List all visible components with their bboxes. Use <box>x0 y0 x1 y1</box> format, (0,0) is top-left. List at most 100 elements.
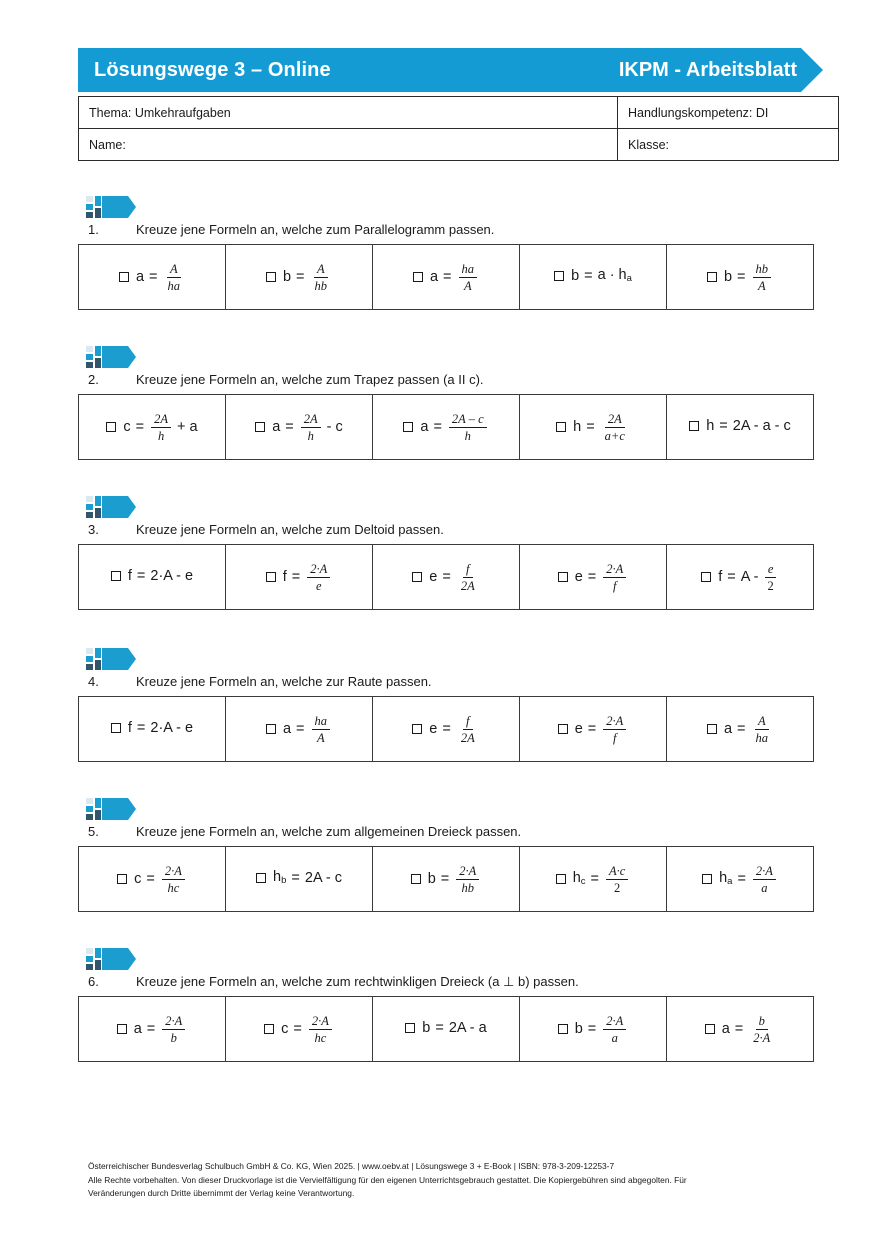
checkbox-icon[interactable] <box>110 723 121 733</box>
checkbox-icon[interactable] <box>410 874 421 884</box>
formula-option[interactable]: f=2·A - e <box>110 569 193 584</box>
formula-option[interactable]: f=2·A - e <box>110 721 193 736</box>
formula-option[interactable]: b=2A - a <box>405 1021 487 1036</box>
question-text: Kreuze jene Formeln an, welche zum Paral… <box>136 222 495 237</box>
formula-option[interactable]: h=2A - a - c <box>689 419 791 434</box>
checkbox-icon[interactable] <box>557 572 568 582</box>
checkbox-icon[interactable] <box>264 1024 275 1034</box>
klasse-field[interactable]: Klasse: <box>617 128 839 161</box>
checkbox-icon[interactable] <box>116 1024 127 1034</box>
formula-cell-1[interactable]: f=2·A - e <box>78 544 226 610</box>
formula-cell-4[interactable]: b=a · ha <box>519 244 667 310</box>
checkbox-icon[interactable] <box>704 1024 715 1034</box>
checkbox-icon[interactable] <box>403 422 414 432</box>
checkbox-icon[interactable] <box>557 1024 568 1034</box>
checkbox-icon[interactable] <box>701 572 712 582</box>
formula-cell-2[interactable]: hb=2A - c <box>225 846 373 912</box>
checkbox-icon[interactable] <box>689 421 700 431</box>
checkbox-icon[interactable] <box>110 571 121 581</box>
checkbox-icon[interactable] <box>255 422 266 432</box>
checkbox-icon[interactable] <box>117 874 128 884</box>
checkbox-icon[interactable] <box>412 724 423 734</box>
checkbox-icon[interactable] <box>412 572 423 582</box>
checkbox-icon[interactable] <box>555 874 566 884</box>
formula-cell-1[interactable]: f=2·A - e <box>78 696 226 762</box>
checkbox-icon[interactable] <box>556 422 567 432</box>
formula-cell-3[interactable]: b=2A - a <box>372 996 520 1062</box>
checkbox-icon[interactable] <box>106 422 117 432</box>
checkbox-icon[interactable] <box>256 873 267 883</box>
checkbox-icon[interactable] <box>265 572 276 582</box>
checkbox-icon[interactable] <box>706 272 717 282</box>
formula-option[interactable]: hb=2A - c <box>256 870 342 886</box>
checkbox-icon[interactable] <box>557 724 568 734</box>
checkbox-icon[interactable] <box>118 272 129 282</box>
checkbox-icon[interactable] <box>702 874 713 884</box>
handlungskompetenz-field[interactable]: Handlungskompetenz: DI <box>617 96 839 129</box>
question-text: Kreuze jene Formeln an, welche zum Trape… <box>136 372 484 387</box>
checkbox-icon[interactable] <box>412 272 423 282</box>
checkbox-icon[interactable] <box>706 724 717 734</box>
checkbox-icon[interactable] <box>265 724 276 734</box>
checkbox-icon[interactable] <box>405 1023 416 1033</box>
formula-cell-5[interactable]: h=2A - a - c <box>666 394 814 460</box>
checkbox-icon[interactable] <box>554 271 565 281</box>
question-text: Kreuze jene Formeln an, welche zum Delto… <box>136 522 444 537</box>
equals-sign: = <box>587 720 597 737</box>
checkbox-icon[interactable] <box>265 272 276 282</box>
name-field[interactable]: Name: <box>78 128 618 161</box>
formula-option[interactable]: b=a · ha <box>554 268 632 284</box>
thema-field[interactable]: Thema: Umkehraufgaben <box>78 96 618 129</box>
